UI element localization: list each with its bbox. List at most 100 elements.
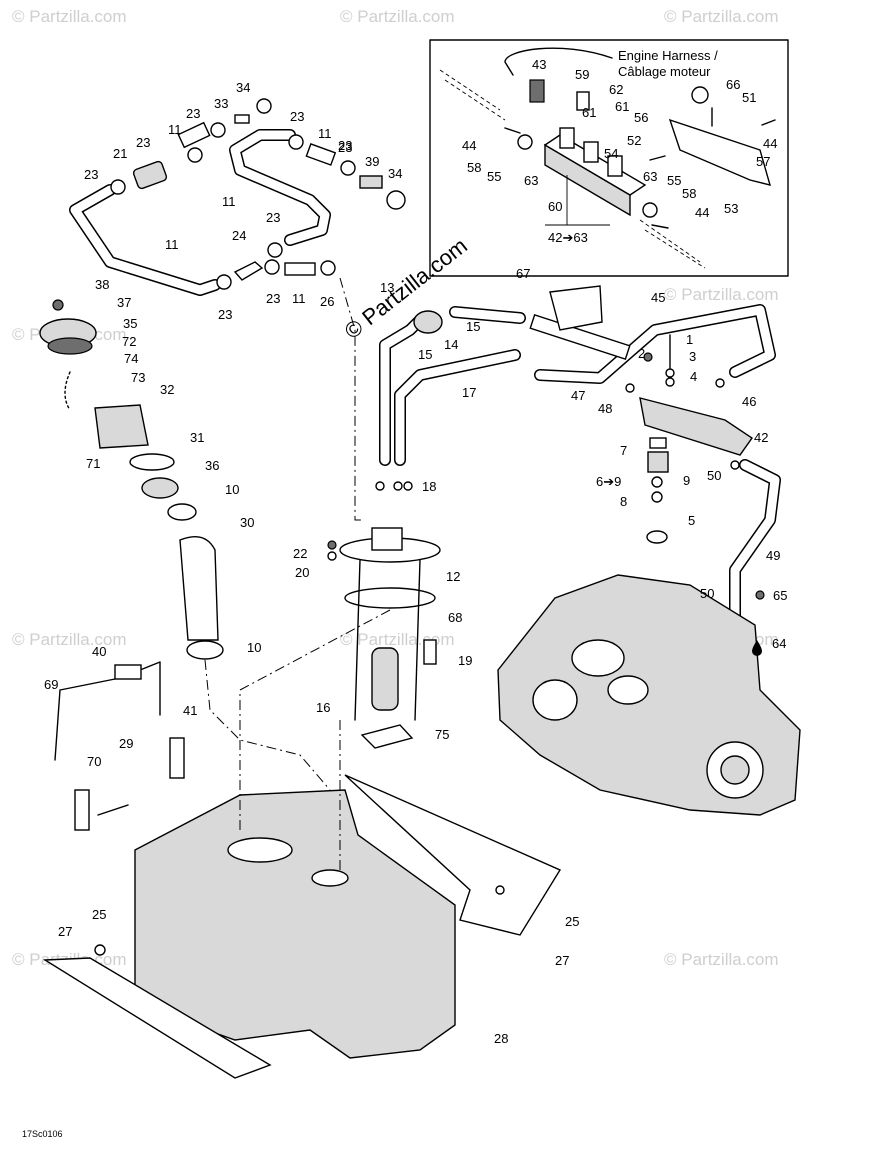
fuel-rail-42: [639, 397, 753, 456]
callout-18: 18: [422, 479, 436, 494]
o-ring-4: [665, 377, 675, 387]
watermark: © Partzilla.com: [664, 285, 779, 304]
callout-34b: 34: [388, 166, 402, 181]
clip-26: [320, 260, 336, 276]
fuel-rail-top: [543, 134, 647, 196]
background-rail: [439, 69, 506, 121]
callout-23b: 23: [290, 109, 304, 124]
o-ring-48: [625, 383, 635, 393]
clamp-23: [216, 274, 232, 290]
callout-61a: 61: [582, 105, 596, 120]
injector: [607, 155, 623, 177]
filler-assembly: [39, 299, 224, 660]
watermark: © Partzilla.com: [664, 950, 779, 969]
callout-1: 1: [686, 332, 693, 347]
loctite-2: [643, 352, 653, 362]
cylinder-head: [571, 639, 625, 677]
engine-block: [497, 574, 801, 816]
callout-48: 48: [598, 401, 612, 416]
callout-38: 38: [95, 277, 109, 292]
callout-8: 8: [620, 494, 627, 509]
callout-10b: 10: [247, 640, 261, 655]
filter-14: [413, 310, 443, 334]
cap-34: [256, 98, 272, 114]
callout-73: 73: [131, 370, 145, 385]
rivet-25: [495, 885, 505, 895]
callout-31: 31: [190, 430, 204, 445]
callout-20: 20: [295, 565, 309, 580]
injector-6: [647, 451, 669, 473]
callout-52: 52: [627, 133, 641, 148]
gasket-35: [47, 337, 93, 355]
callout-19: 19: [458, 653, 472, 668]
washer-20: [327, 551, 337, 561]
callout-57: 57: [756, 154, 770, 169]
fuel-pump-16: [371, 647, 399, 711]
callout-23h: 23: [266, 291, 280, 306]
valve-39: [359, 175, 383, 189]
clamp-23: [264, 259, 280, 275]
clamp-23: [340, 160, 356, 176]
callout-46: 46: [742, 394, 756, 409]
routing-line: [239, 609, 391, 830]
callout-62: 62: [609, 82, 623, 97]
clamp-23: [288, 134, 304, 150]
callout-11c: 11: [222, 194, 236, 209]
callout-45: 45: [651, 290, 665, 305]
callout-72: 72: [122, 334, 136, 349]
callout-27a: 27: [58, 924, 72, 939]
callout-43: 43: [532, 57, 546, 72]
fuel-tank-assembly: [42, 774, 562, 1079]
callout-51: 51: [742, 90, 756, 105]
callout-4: 4: [690, 369, 697, 384]
callout-5: 5: [688, 513, 695, 528]
nut-22: [327, 540, 337, 550]
o-ring-8: [651, 491, 663, 503]
callout-2: 2: [638, 346, 645, 361]
fuel-hose-network: [69, 98, 406, 296]
callout-6to9: 6➔9: [596, 474, 621, 489]
screw-65: [755, 590, 765, 600]
callout-15b: 15: [418, 347, 432, 362]
clamp-23: [187, 147, 203, 163]
callout-53: 53: [724, 201, 738, 216]
callout-9: 9: [683, 473, 690, 488]
fuel-rail-assembly: [529, 285, 781, 628]
callout-34a: 34: [236, 80, 250, 95]
tether-72: [64, 371, 71, 411]
sensor-43: [529, 79, 545, 103]
pump-rails: [354, 559, 421, 721]
callout-59: 59: [575, 67, 589, 82]
fuel-pump-assembly: [327, 306, 526, 749]
fuel-rail-detail-inset: Engine Harness / Câblage moteur: [429, 39, 789, 277]
callout-44c: 44: [695, 205, 709, 220]
callout-44a: 44: [763, 136, 777, 151]
clamp-23: [110, 179, 126, 195]
callout-75: 75: [435, 727, 449, 742]
hose-47: [529, 314, 631, 360]
drive-pulley-hub: [720, 755, 750, 785]
callout-24: 24: [232, 228, 246, 243]
callout-10a: 10: [225, 482, 239, 497]
callout-42: 42: [754, 430, 768, 445]
watermark: © Partzilla.com: [12, 7, 127, 26]
washer-58: [642, 202, 658, 218]
callout-23d: 23: [84, 167, 98, 182]
callout-44b: 44: [462, 138, 476, 153]
fitting-33: [234, 114, 250, 124]
routing-line: [339, 277, 362, 521]
strap-70: [74, 789, 90, 831]
watermark: © Partzilla.com: [340, 7, 455, 26]
inset-frame: [429, 39, 789, 277]
callout-42to63: 42➔63: [548, 230, 588, 245]
callout-23c: 23: [136, 135, 150, 150]
intake-port: [532, 679, 578, 721]
pump-top: [371, 527, 403, 551]
callout-25b: 25: [92, 907, 106, 922]
callout-54: 54: [604, 146, 618, 161]
background-rail: [639, 219, 706, 269]
callout-39: 39: [365, 154, 379, 169]
engine-harness-label-fr: Câblage moteur: [618, 64, 711, 79]
callout-47: 47: [571, 388, 585, 403]
